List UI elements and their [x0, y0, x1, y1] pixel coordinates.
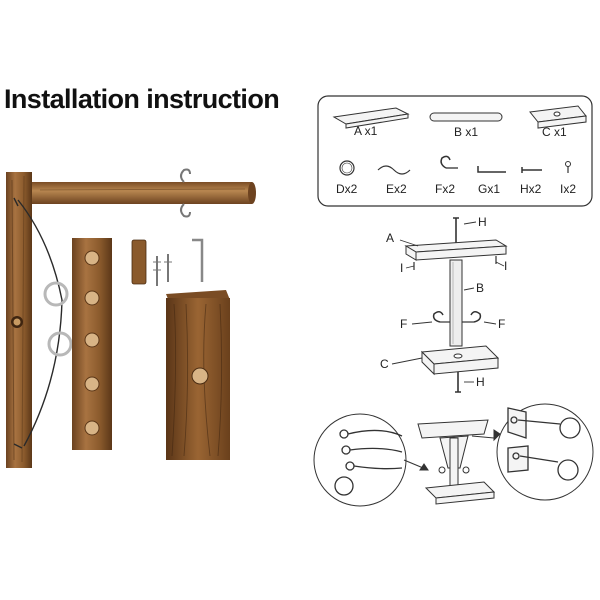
part-f-icon	[440, 155, 451, 169]
part-e-icon	[377, 165, 411, 175]
part-g-label: Gx1	[478, 182, 500, 196]
product-photo	[6, 168, 256, 468]
horizontal-arm	[32, 182, 252, 204]
part-d-label: Dx2	[336, 182, 358, 196]
slat-hole	[84, 332, 100, 348]
label-h-top: H	[478, 215, 487, 229]
part-g-icon	[477, 166, 506, 173]
slat-hole	[84, 290, 100, 306]
metal-ring	[43, 281, 69, 307]
part-i-label: Ix2	[560, 182, 576, 196]
label-c: C	[380, 357, 389, 371]
label-a: A	[386, 231, 394, 245]
slat-hole	[84, 250, 100, 266]
part-e-label: Ex2	[386, 182, 407, 196]
hex-key	[192, 238, 204, 282]
label-i-left: I	[400, 261, 403, 275]
assembly-part-b	[449, 259, 463, 347]
detail-view	[313, 403, 594, 507]
exploded-assembly	[391, 217, 508, 393]
part-d-icon	[339, 160, 355, 176]
parts-list-box: A x1 B x1 C x1 Dx2 Ex2 Fx2 Gx1 Hx2 Ix2	[317, 95, 593, 207]
page-title: Installation instruction	[4, 84, 280, 114]
slat-hole	[84, 376, 100, 392]
support-wire	[13, 197, 63, 449]
assembly-labels: H A I I B F F C H	[380, 215, 507, 389]
part-h-label: Hx2	[520, 182, 542, 196]
label-f-left: F	[400, 317, 407, 331]
part-c-label: C x1	[542, 125, 567, 139]
metal-ring	[47, 331, 73, 357]
label-f-right: F	[498, 317, 505, 331]
label-b: B	[476, 281, 484, 295]
part-c-icon	[529, 105, 587, 129]
label-i-right: I	[504, 259, 507, 273]
dowel-peg	[132, 240, 146, 284]
label-h-bottom: H	[476, 375, 485, 389]
part-b-label: B x1	[454, 125, 478, 139]
part-b-icon	[429, 112, 503, 122]
screws	[153, 254, 172, 286]
part-a-icon	[332, 107, 410, 129]
slat-hole	[84, 420, 100, 436]
detail-circle-left	[313, 413, 407, 507]
part-a-label: A x1	[354, 124, 378, 138]
block-hole	[191, 367, 209, 385]
arm-hooks	[180, 168, 191, 218]
part-f-label: Fx2	[435, 182, 455, 196]
part-i-icon	[565, 161, 571, 173]
